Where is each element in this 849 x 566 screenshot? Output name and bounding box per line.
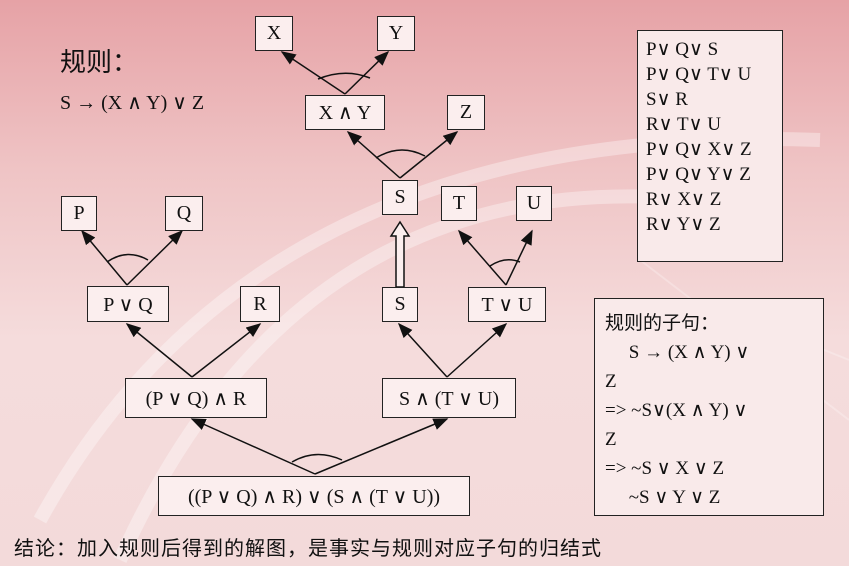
clause-line: Z	[605, 371, 617, 392]
node-x: X	[255, 16, 293, 51]
node-p-or-q: P ∨ Q	[87, 286, 169, 322]
fact-line: S∨ R	[646, 89, 688, 110]
edge-pq-to-p	[81, 229, 128, 286]
clause-line: Z	[605, 429, 617, 450]
edge-s-to-z	[399, 131, 459, 179]
node-r: R	[240, 286, 280, 322]
and-arc-s	[375, 149, 426, 159]
fact-line: P∨ Q∨ T∨ U	[646, 64, 752, 85]
node-z: Z	[447, 95, 485, 130]
node-pq-and-r: (P ∨ Q) ∧ R	[125, 378, 267, 418]
edge-xy-to-y	[344, 50, 390, 95]
and-arc-xy	[317, 72, 371, 80]
node-s-mid: S	[382, 287, 418, 322]
fact-line: R∨ X∨ Z	[646, 189, 722, 210]
match-arrow	[389, 220, 411, 288]
clause-line: S → (X ∧ Y) ∨	[605, 342, 750, 363]
node-s-and-tu: S ∧ (T ∨ U)	[382, 378, 516, 418]
node-q: Q	[165, 196, 203, 231]
edge-root-to-pqr	[190, 418, 316, 475]
node-t-or-u: T ∨ U	[468, 287, 546, 322]
fact-line: R∨ T∨ U	[646, 114, 721, 135]
clause-line: => ~S ∨ X ∨ Z	[605, 458, 725, 479]
fact-line: P∨ Q∨ X∨ Z	[646, 139, 752, 160]
rule-clauses-title: 规则的子句：	[605, 312, 720, 334]
edge-stu-to-tu	[446, 322, 508, 378]
edge-tu-to-u	[505, 229, 533, 286]
conclusion-text: 结论：加入规则后得到的解图，是事实与规则对应子句的归结式	[14, 536, 602, 560]
edge-pqr-to-r	[191, 323, 262, 378]
clause-line: => ~S∨(X ∧ Y) ∨	[605, 400, 748, 421]
fact-line: P∨ Q∨ S	[646, 39, 719, 60]
edge-root-to-stu	[314, 418, 449, 475]
fact-line: P∨ Q∨ Y∨ Z	[646, 164, 751, 185]
and-arc-pq	[106, 253, 149, 263]
edge-pq-to-q	[126, 229, 184, 286]
node-t: T	[441, 186, 477, 221]
node-p: P	[61, 196, 97, 231]
node-u: U	[516, 186, 552, 221]
edge-pqr-to-pq	[125, 323, 193, 378]
edge-s-to-xy	[346, 131, 401, 179]
node-s-top: S	[382, 180, 418, 215]
and-arc-root	[291, 453, 343, 463]
rule-title: 规则：	[60, 48, 139, 78]
rule-expression: S → (X ∧ Y) ∨ Z	[60, 92, 205, 114]
node-root: ((P ∨ Q) ∧ R) ∨ (S ∧ (T ∨ U))	[158, 476, 470, 516]
edge-tu-to-t	[458, 229, 507, 286]
edge-xy-to-x	[280, 51, 346, 95]
facts-panel: P∨ Q∨ S P∨ Q∨ T∨ U S∨ R R∨ T∨ U P∨ Q∨ X∨…	[637, 30, 783, 262]
node-y: Y	[377, 16, 415, 51]
clause-line: ~S ∨ Y ∨ Z	[605, 487, 721, 508]
edge-stu-to-s	[397, 322, 448, 378]
rule-clauses-panel: 规则的子句： S → (X ∧ Y) ∨ Z => ~S∨(X ∧ Y) ∨ Z…	[594, 298, 824, 516]
node-x-and-y: X ∧ Y	[305, 95, 385, 130]
and-arc-tu	[489, 259, 521, 267]
fact-line: R∨ Y∨ Z	[646, 214, 721, 235]
